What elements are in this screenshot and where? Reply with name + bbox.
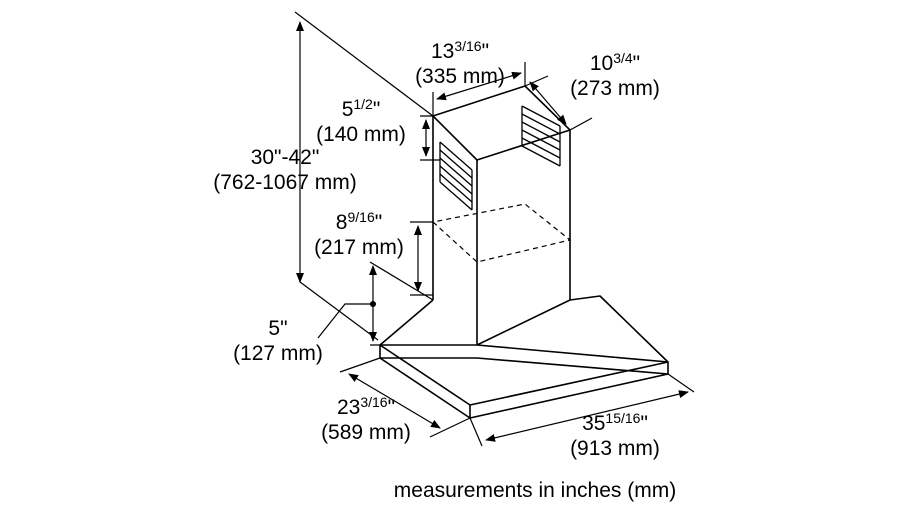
total-height-inches: 30"-42" (250, 146, 320, 169)
vent-height-inches: 51/2" (341, 96, 381, 121)
canopy-height-inches: 5" (268, 317, 288, 340)
canopy-height-mm: (127 mm) (233, 342, 323, 365)
vent-grille-left (439, 141, 473, 211)
total-height-label: 30"-42" (762-1067 mm) (195, 145, 375, 195)
lower-duct-mm: (217 mm) (314, 236, 404, 259)
duct-width-dim (436, 71, 522, 101)
duct-front-face (432, 85, 571, 345)
canopy-width-label: 3515/16" (913 mm) (550, 406, 680, 461)
duct-width-inches: 133/16" (430, 38, 490, 63)
canopy-depth-inches: 233/16" (336, 394, 396, 419)
duct-width-label: 133/16" (335 mm) (395, 34, 525, 89)
hood-outline (379, 85, 669, 419)
canopy-depth-label: 233/16" (589 mm) (310, 390, 422, 445)
duct-depth-label: 103/4" (273 mm) (550, 46, 680, 101)
canopy-width-dim (485, 390, 689, 442)
lower-duct-inches: 89/16" (335, 209, 383, 234)
total-height-mm: (762-1067 mm) (213, 171, 357, 194)
duct-width-mm: (335 mm) (415, 65, 505, 88)
canopy-height-marker (370, 301, 376, 307)
canopy-width-inches: 3515/16" (582, 410, 648, 435)
canopy-depth-mm: (589 mm) (321, 421, 411, 444)
duct-depth-dim (529, 81, 567, 125)
measurements-caption: measurements in inches (mm) (393, 479, 677, 502)
duct-depth-inches: 103/4" (589, 50, 641, 75)
lower-duct-label: 89/16" (217 mm) (303, 205, 415, 260)
canopy-height-label: 5" (127 mm) (222, 316, 334, 366)
canopy-top (379, 295, 669, 363)
canopy-width-mm: (913 mm) (570, 437, 660, 460)
hidden-duct-line (432, 203, 572, 263)
vent-height-label: 51/2" (140 mm) (305, 92, 417, 147)
canopy-depth-dim (348, 373, 441, 429)
vent-height-mm: (140 mm) (316, 123, 406, 146)
duct-depth-mm: (273 mm) (570, 77, 660, 100)
